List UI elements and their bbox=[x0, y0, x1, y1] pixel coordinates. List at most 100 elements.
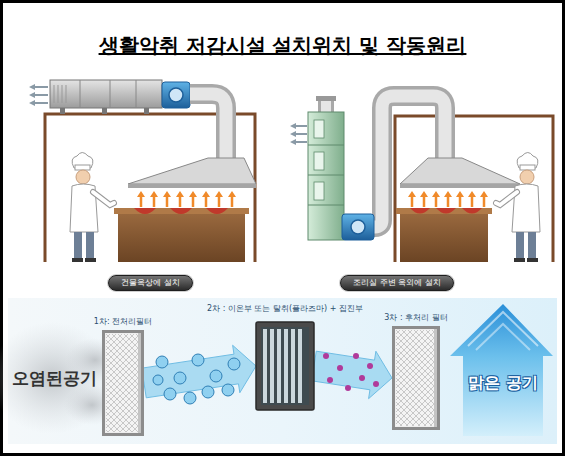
chef-figure bbox=[70, 153, 114, 263]
odor-particles bbox=[153, 354, 240, 404]
chef-figure bbox=[85, 258, 96, 262]
range-hood bbox=[400, 158, 520, 188]
chef-figure bbox=[514, 258, 525, 262]
odor-particles bbox=[192, 354, 204, 366]
location-badge: 조리실 주변 옥외에 설치 bbox=[340, 275, 454, 291]
stage-heading-box: 1차: 전처리필터 bbox=[94, 317, 152, 327]
rooftop-unit bbox=[50, 80, 162, 108]
output-air-label: 맑은 공기 bbox=[468, 373, 538, 394]
exhaust-arrows bbox=[29, 84, 48, 106]
reduced-particles bbox=[327, 377, 333, 383]
odor-particles bbox=[210, 370, 222, 382]
odor-particles bbox=[222, 384, 234, 396]
chef-figure bbox=[93, 192, 114, 205]
tower-unit bbox=[314, 120, 324, 138]
chef-figure bbox=[93, 192, 114, 205]
range-hood bbox=[128, 158, 256, 188]
chef-figure bbox=[74, 232, 82, 259]
reduced-particles bbox=[345, 385, 351, 391]
exhaust-arrows bbox=[296, 126, 307, 142]
chef-figure bbox=[496, 192, 517, 205]
fan-unit bbox=[342, 214, 374, 240]
reduced-particles bbox=[359, 375, 365, 381]
chef-figure bbox=[72, 258, 83, 262]
flow-arrow bbox=[312, 351, 392, 399]
location-badge: 건물옥상에 설치 bbox=[108, 275, 193, 291]
chef-figure bbox=[520, 170, 534, 184]
odor-arrows bbox=[141, 196, 232, 207]
stage-heading: 3차 : 후처리 필터 bbox=[384, 313, 447, 323]
stage-heading-box: 2차 : 이온부 또는 탈취(플라즈마) + 집진부 bbox=[207, 304, 363, 314]
flow-arrow bbox=[142, 345, 256, 398]
fan-unit bbox=[162, 82, 190, 108]
chef-figure bbox=[86, 232, 94, 259]
clean-air-arrow bbox=[450, 304, 553, 436]
range-hood bbox=[128, 158, 256, 184]
filter-stage: 1차: 전처리필터 bbox=[102, 330, 144, 436]
filter-frame bbox=[104, 332, 143, 435]
cooking-counter bbox=[396, 208, 492, 214]
filter-graphic bbox=[102, 330, 144, 436]
rooftop-unit bbox=[50, 80, 162, 114]
tower-unit bbox=[308, 145, 344, 205]
input-air-label: 오염된공기 bbox=[12, 367, 97, 390]
outdoor-scene bbox=[290, 96, 553, 262]
odor-arrows bbox=[137, 191, 236, 197]
diagram-title: 생활악취 저감시설 설치위치 및 작동원리 bbox=[99, 33, 467, 57]
cooking-counter bbox=[396, 208, 492, 262]
rooftop-scene bbox=[29, 80, 256, 262]
rooftop-unit bbox=[80, 80, 136, 108]
exhaust-arrows bbox=[29, 84, 35, 106]
odor-arrows bbox=[408, 191, 488, 197]
tower-unit bbox=[308, 112, 344, 240]
cooking-counter bbox=[114, 208, 249, 262]
reduced-particles bbox=[367, 363, 373, 369]
duct-pipe bbox=[190, 94, 226, 162]
cooking-counter bbox=[118, 212, 245, 262]
badge-text: 조리실 주변 옥외에 설치 bbox=[353, 278, 441, 288]
tower-unit bbox=[308, 96, 344, 240]
filter-graphic bbox=[392, 326, 440, 430]
fan-unit bbox=[169, 88, 183, 102]
plasma-glow bbox=[261, 327, 309, 405]
clean-air-arrow bbox=[450, 304, 553, 436]
room-outline bbox=[395, 116, 553, 262]
tower-unit bbox=[314, 182, 324, 200]
clean-air-arrow bbox=[468, 312, 538, 346]
odor-particles bbox=[174, 372, 186, 384]
odor-arrows bbox=[408, 191, 488, 207]
chef-figure bbox=[75, 165, 90, 170]
filter-stage: 3차 : 후처리 필터 bbox=[392, 326, 440, 430]
badge-text: 건물옥상에 설치 bbox=[121, 278, 180, 288]
odor-particles bbox=[164, 388, 176, 400]
stage-heading: 2차 : 이온부 또는 탈취(플라즈마) + 집진부 bbox=[207, 304, 363, 314]
fan-unit bbox=[342, 214, 374, 240]
title-box: 생활악취 저감시설 설치위치 및 작동원리 bbox=[0, 32, 565, 59]
reduced-particles bbox=[323, 353, 329, 359]
reduced-particles bbox=[323, 353, 379, 391]
rooftop-unit bbox=[54, 85, 66, 103]
plasma-core bbox=[261, 327, 309, 405]
odor-particles bbox=[184, 392, 196, 404]
filter-stage: 2차 : 이온부 또는 탈취(플라즈마) + 집진부 bbox=[256, 322, 314, 410]
odor-particles bbox=[202, 386, 214, 398]
filter-graphic bbox=[256, 322, 314, 410]
fan-unit bbox=[351, 220, 365, 234]
duct-pipe bbox=[190, 94, 226, 162]
filter-mesh bbox=[396, 330, 436, 426]
cooking-counter bbox=[400, 212, 488, 262]
odor-particles bbox=[228, 358, 240, 370]
reduced-particles bbox=[353, 353, 359, 359]
exhaust-arrows bbox=[35, 87, 48, 103]
chef-figure bbox=[528, 232, 536, 259]
filter-frame bbox=[394, 328, 439, 429]
clean-air-arrow bbox=[476, 324, 530, 350]
plasma-frame bbox=[256, 322, 314, 410]
filter-side bbox=[434, 329, 437, 427]
odor-arrows bbox=[412, 196, 484, 207]
reduced-particles bbox=[373, 381, 379, 387]
chef-figure bbox=[496, 153, 540, 263]
filter-mesh bbox=[106, 334, 140, 432]
chef-figure bbox=[516, 232, 524, 259]
